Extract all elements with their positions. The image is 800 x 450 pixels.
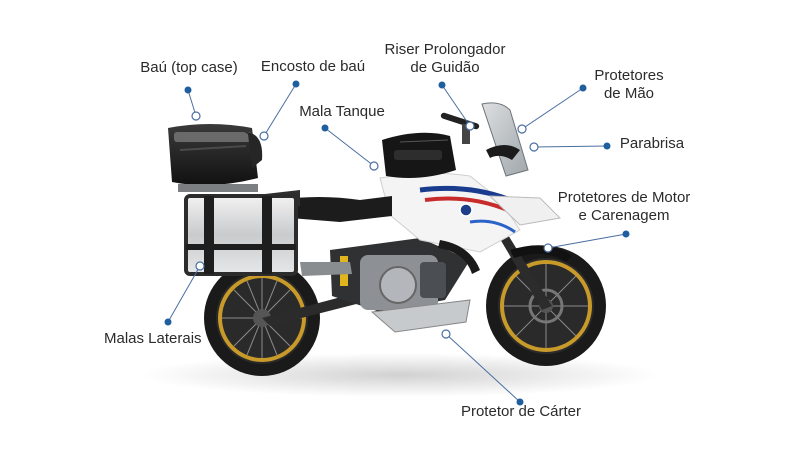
label-tank-bag: Mala Tanque — [292, 103, 392, 121]
label-skid-plate-text: Protetor de Cárter — [460, 403, 582, 420]
label-skid-plate: Protetor de Cárter — [456, 403, 586, 421]
engine-guard-shape — [438, 240, 480, 274]
label-windshield: Parabrisa — [614, 135, 690, 153]
label-engine-guard-line1: Protetores de Motor — [557, 189, 691, 206]
hand-guard-shape — [486, 145, 520, 160]
callout-lines — [167, 83, 627, 403]
label-engine-guard: Protetores de Motor e Carenagem — [552, 189, 696, 225]
label-engine-guard-line2: e Carenagem — [578, 207, 670, 224]
label-backrest-text: Encosto de baú — [260, 58, 366, 75]
label-hand-guard-line2: de Mão — [603, 85, 655, 102]
label-riser-line1: Riser Prolongador — [384, 41, 506, 58]
label-windshield-text: Parabrisa — [619, 135, 685, 152]
label-top-case: Baú (top case) — [134, 59, 244, 77]
label-hand-guard-line1: Protetores — [594, 67, 664, 84]
label-riser-line2: de Guidão — [410, 59, 480, 76]
engine — [360, 255, 446, 310]
windshield-shape — [481, 102, 529, 177]
tank-bag-shape — [382, 132, 456, 178]
label-tank-bag-text: Mala Tanque — [299, 103, 385, 120]
label-top-case-text: Baú (top case) — [140, 59, 238, 76]
label-hand-guard: Protetores de Mão — [588, 67, 670, 103]
ground-shadow — [140, 353, 660, 397]
front-wheel — [486, 246, 606, 366]
callout-dots — [164, 80, 630, 406]
backrest-shape — [244, 132, 263, 168]
skid-plate-shape — [370, 299, 471, 333]
label-side-cases-text: Malas Laterais — [104, 330, 202, 347]
label-side-cases: Malas Laterais — [104, 330, 202, 348]
label-riser: Riser Prolongador de Guidão — [380, 41, 510, 77]
callout-rings — [191, 111, 553, 339]
side-case-shape — [184, 194, 298, 276]
top-case-shape — [168, 124, 258, 186]
label-backrest: Encosto de baú — [258, 58, 368, 76]
